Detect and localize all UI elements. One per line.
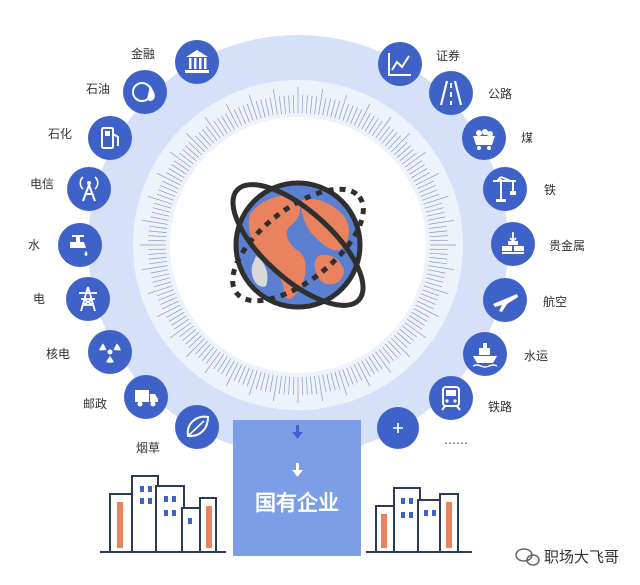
- buildings-left-windows-blue: [140, 486, 192, 524]
- ship-icon: [472, 343, 498, 368]
- industry-label: 电信: [30, 177, 54, 191]
- industry-node-left-8: 烟草: [136, 405, 219, 455]
- industry-node-right-5: 航空: [483, 278, 567, 322]
- industry-node-left-1: 石油: [86, 70, 167, 114]
- industry-label: 证券: [436, 48, 460, 63]
- industry-label: 邮政: [83, 397, 107, 411]
- industry-label: 水: [28, 238, 40, 252]
- radiation-icon: [99, 343, 121, 363]
- industry-label: 金融: [131, 46, 155, 61]
- industry-label: 核电: [46, 347, 70, 361]
- industry-label: 石油: [86, 82, 110, 96]
- plus-icon: [393, 423, 403, 433]
- node-circle: [429, 376, 473, 420]
- industry-label: 煤: [521, 131, 533, 145]
- industry-node-right-7: 铁路: [429, 376, 512, 420]
- coal-cart-icon: [473, 129, 495, 150]
- gold-bars-icon: [502, 232, 524, 254]
- bank-icon: [185, 50, 209, 73]
- node-circle: [67, 167, 111, 211]
- industry-label: 铁路: [488, 399, 512, 414]
- center-label: 国有企业: [255, 491, 339, 515]
- tick-ring: [140, 87, 456, 403]
- node-circle: [123, 70, 167, 114]
- industry-node-left-0: 金融: [131, 40, 219, 84]
- node-circle: [175, 40, 219, 84]
- industry-label: 贵金属: [549, 238, 585, 253]
- industry-node-right-0: 证券: [378, 42, 460, 86]
- industry-label: 铁: [544, 183, 556, 197]
- industry-node-right-4: 贵金属: [491, 222, 585, 266]
- power-pylon-icon: [79, 286, 97, 312]
- industry-label: 航空: [543, 294, 567, 309]
- node-circle: [483, 167, 527, 211]
- road-icon: [439, 80, 463, 106]
- industry-node-right-1: 公路: [429, 71, 512, 115]
- buildings-left-icon: [100, 475, 226, 553]
- train-icon: [441, 386, 461, 411]
- fuel-pump-icon: [101, 127, 119, 149]
- industry-node-right-6: 水运: [463, 332, 548, 376]
- buildings-right-windows: [381, 502, 452, 548]
- down-arrow-icon: [292, 463, 303, 477]
- globe-icon: [230, 180, 366, 310]
- antenna-tower-icon: [79, 176, 99, 202]
- crane-icon: [493, 176, 516, 202]
- node-circle: [88, 116, 132, 160]
- industry-node-right-8: [377, 407, 419, 449]
- down-arrow-icon: [292, 425, 303, 439]
- buildings-right-icon: [366, 487, 472, 553]
- industry-label: 公路: [488, 86, 512, 101]
- buildings-right-windows-blue: [401, 498, 436, 518]
- industry-node-left-3: 电信: [30, 167, 111, 211]
- more-label: ……: [444, 433, 468, 447]
- industry-node-left-7: 邮政: [83, 375, 168, 419]
- buildings-left-windows: [117, 502, 212, 548]
- wechat-icon: [515, 548, 540, 566]
- industry-label: 电: [33, 292, 45, 306]
- watermark: 职场大飞哥: [544, 548, 619, 566]
- industry-label: 石化: [48, 127, 72, 141]
- center-pillar: [233, 420, 361, 556]
- industry-node-left-4: 水: [28, 223, 102, 267]
- industry-node-left-6: 核电: [46, 330, 132, 374]
- oil-drop-icon: [132, 82, 155, 102]
- airplane-icon: [493, 294, 518, 312]
- water-tap-icon: [70, 235, 88, 256]
- tobacco-leaf-icon: [186, 415, 210, 438]
- delivery-truck-icon: [135, 390, 158, 407]
- stock-chart-icon: [388, 53, 411, 76]
- industry-node-right-2: 煤: [462, 116, 533, 160]
- industry-node-left-5: 电: [33, 277, 110, 321]
- industry-label: 水运: [524, 349, 548, 363]
- industry-label: 烟草: [136, 441, 160, 455]
- industry-node-left-2: 石化: [48, 116, 132, 160]
- industry-node-right-3: 铁: [483, 167, 556, 211]
